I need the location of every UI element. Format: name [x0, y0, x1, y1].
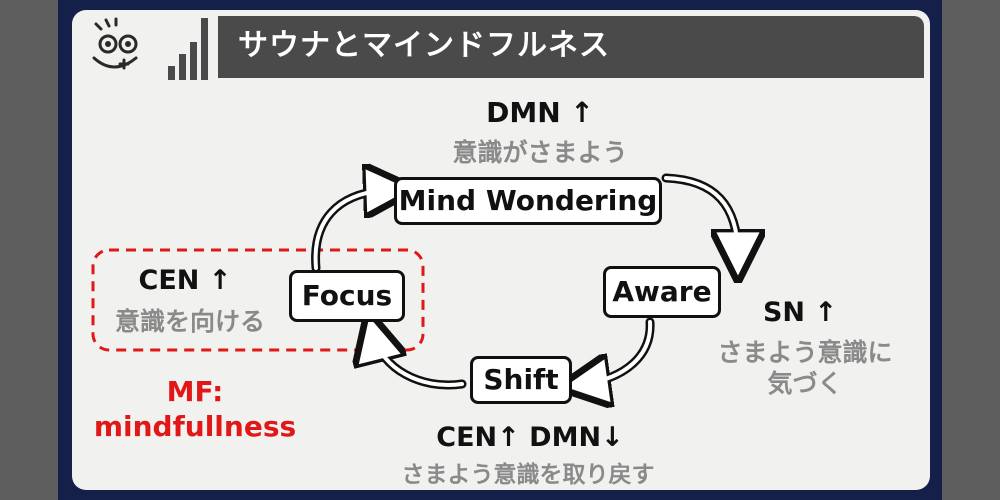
arrow-mind-to-aware [661, 173, 738, 256]
focus-highlight-box [91, 248, 425, 352]
right-description-line2: 気づく [767, 369, 843, 398]
smiling-face-with-bars-logo [92, 17, 208, 80]
header-bar [218, 16, 924, 78]
left-description: 意識を向ける [114, 307, 265, 336]
arrow-focus-to-mind [311, 190, 390, 273]
bottom-network-label: CEN↑ DMN↓ [436, 422, 624, 453]
node-aware: Aware [603, 266, 721, 318]
page-title: サウナとマインドフルネス [238, 28, 610, 63]
node-mind-wondering: Mind Wondering [394, 177, 662, 225]
mf-label-line1: MF: [166, 375, 224, 408]
right-description-line1: さまよう意識に [717, 338, 893, 367]
node-shift: Shift [470, 356, 572, 404]
top-network-label: DMN ↑ [486, 96, 594, 129]
top-description: 意識がさまよう [452, 138, 628, 167]
mf-label-line2: mindfullness [93, 410, 297, 443]
bottom-description: さまよう意識を取り戻す [401, 462, 655, 488]
node-focus: Focus [289, 270, 405, 322]
right-network-label: SN ↑ [762, 297, 838, 328]
left-network-label: CEN ↑ [138, 265, 232, 296]
